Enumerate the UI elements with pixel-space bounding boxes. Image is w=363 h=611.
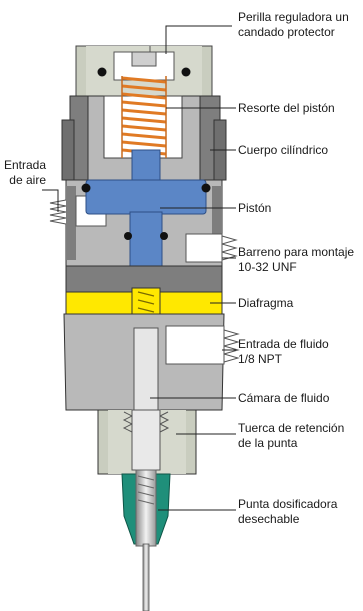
label-piston-spring: Resorte del pistón bbox=[238, 101, 335, 115]
label-tip: Punta dosificadora desechable bbox=[238, 497, 338, 526]
label-piston: Pistón bbox=[238, 201, 272, 215]
piston bbox=[85, 149, 207, 285]
tip-retention-nut bbox=[97, 409, 197, 475]
label-knob: Perilla reguladora un candado protector bbox=[238, 10, 349, 39]
leader-lines bbox=[42, 25, 236, 511]
label-fluid-inlet: Entrada de fluido 1/8 NPT bbox=[238, 337, 329, 366]
o-ring bbox=[124, 232, 132, 240]
o-ring bbox=[201, 183, 211, 193]
o-ring bbox=[81, 183, 91, 193]
fluid-body bbox=[63, 313, 240, 413]
o-ring bbox=[181, 67, 191, 77]
label-fluid-chamber: Cámara de fluido bbox=[238, 391, 330, 405]
label-diaphragm: Diafragma bbox=[238, 296, 294, 310]
label-mount-bore: Barreno para montaje 10-32 UNF bbox=[238, 245, 355, 274]
label-air-inlet: Entrada de aire bbox=[3, 158, 46, 187]
label-cylinder-body: Cuerpo cilíndrico bbox=[238, 143, 329, 157]
needle bbox=[142, 543, 150, 611]
label-tip-nut: Tuerca de retención de la punta bbox=[238, 421, 345, 450]
disposable-tip bbox=[121, 469, 171, 547]
o-ring bbox=[97, 67, 107, 77]
o-ring bbox=[160, 232, 168, 240]
piston-spring bbox=[121, 76, 167, 158]
